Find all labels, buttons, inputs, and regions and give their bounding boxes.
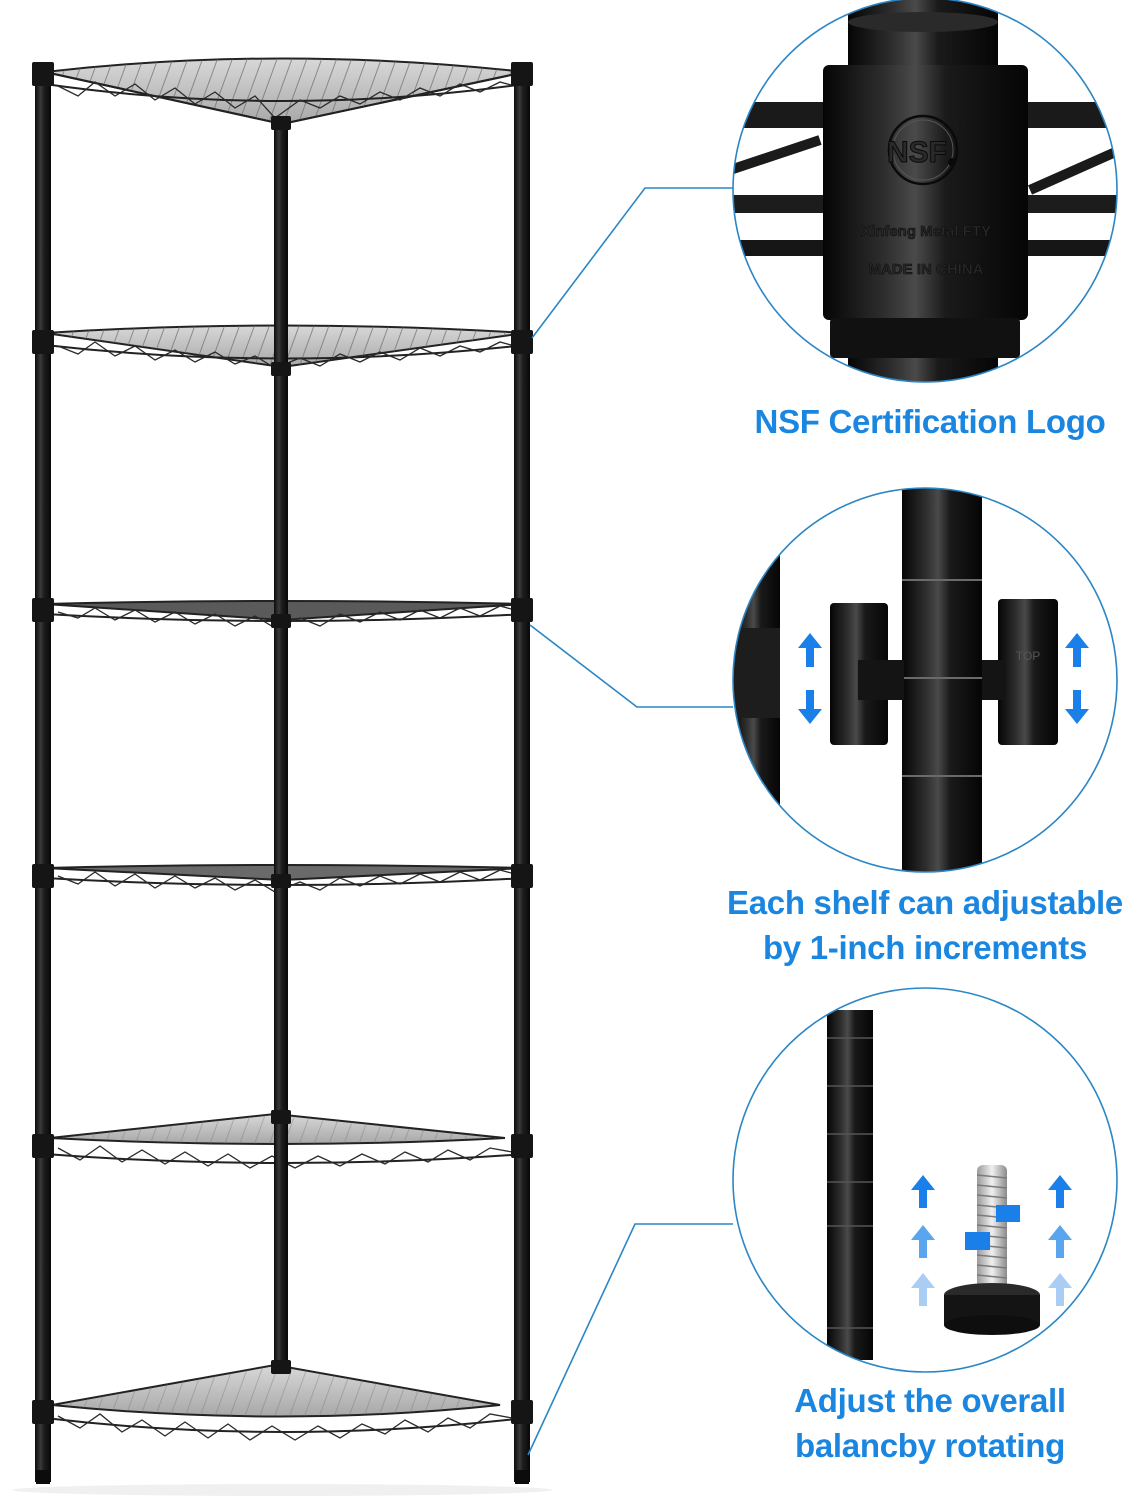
up-arrow-icon — [1048, 1175, 1072, 1208]
nsf-logo-text: NSF — [887, 136, 947, 169]
adjustable-caption-line1: Each shelf can adjustable — [727, 884, 1123, 921]
right-pole — [514, 62, 530, 1482]
shelf-tier-1 — [44, 57, 526, 126]
nsf-closeup-circle: NSF Xinfeng Metal FTY MADE IN CHINA — [732, 0, 1118, 383]
up-arrow-icon — [911, 1273, 935, 1306]
leveling-arrows — [911, 1175, 1072, 1306]
leveling-foot-closeup-circle — [732, 987, 1118, 1373]
down-arrow-icon — [798, 690, 822, 724]
up-arrow-icon — [911, 1225, 935, 1258]
adjustable-caption: Each shelf can adjustable by 1-inch incr… — [720, 880, 1129, 970]
nsf-caption: NSF Certification Logo — [730, 398, 1129, 446]
left-pole — [35, 62, 51, 1482]
clip-top-label: TOP — [1016, 649, 1040, 663]
connector-lines — [527, 187, 733, 1456]
back-pole — [274, 118, 288, 1368]
corner-shelf-unit — [12, 57, 552, 1496]
engraving-origin: MADE IN CHINA — [869, 261, 984, 278]
adjust-arrows — [798, 633, 1089, 724]
leveling-caption-line1: Adjust the overall — [794, 1382, 1066, 1419]
down-arrow-icon — [1065, 690, 1089, 724]
up-arrow-icon — [911, 1175, 935, 1208]
up-arrow-icon — [1065, 633, 1089, 667]
up-arrow-icon — [798, 633, 822, 667]
adjustable-clip-closeup-circle: TOP — [732, 487, 1118, 873]
leveling-caption-line2: balancby rotating — [795, 1427, 1065, 1464]
up-arrow-icon — [1048, 1225, 1072, 1258]
connector-line-nsf — [531, 187, 733, 339]
engraving-manufacturer: Xinfeng Metal FTY — [861, 223, 991, 240]
pole-sleeves — [32, 62, 533, 1424]
up-arrow-icon — [1048, 1273, 1072, 1306]
adjustable-caption-line2: by 1-inch increments — [762, 929, 1088, 966]
shelf-tier-6 — [44, 1363, 526, 1441]
leveling-caption: Adjust the overall balancby rotating — [760, 1378, 1100, 1468]
connector-line-adjust — [529, 624, 733, 708]
nsf-caption-text: NSF Certification Logo — [754, 403, 1106, 440]
connector-line-foot — [527, 1223, 733, 1456]
